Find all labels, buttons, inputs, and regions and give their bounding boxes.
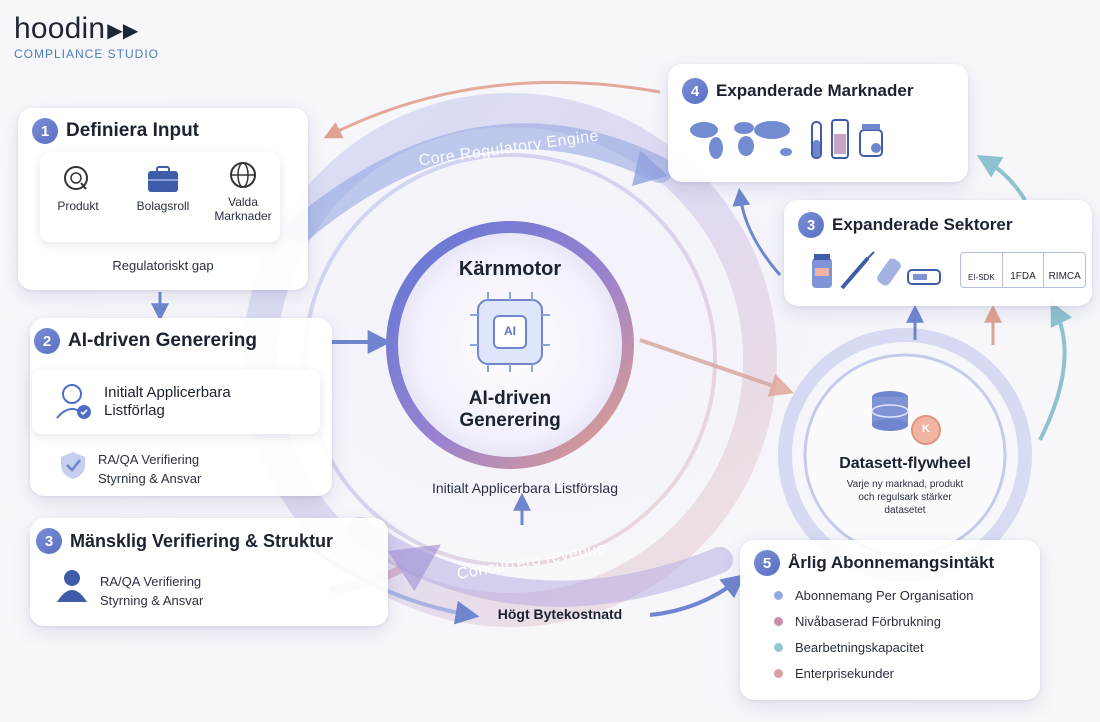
syringe-icon — [840, 251, 875, 290]
revenue-dot — [774, 591, 783, 600]
input-markets: Valda Marknader — [210, 160, 276, 223]
step1-title: Definiera Input — [66, 120, 200, 141]
revenue-dot — [774, 617, 783, 626]
markets-number: 4 — [682, 78, 708, 104]
badge-rimca: RIMCA — [1048, 271, 1081, 282]
input-markets-label-line2: Marknader — [214, 209, 272, 223]
inhaler-icon — [877, 258, 901, 286]
medicine-bottle-icon — [812, 254, 832, 288]
flywheel-description: Varje ny marknad, produkt och regulsark … — [815, 478, 995, 517]
core-label-line1: AI-driven — [468, 388, 552, 409]
step2-verify-line1: RA/QA Verifiering — [98, 452, 200, 467]
revenue-dot — [774, 669, 783, 678]
step2-verify: RA/QA Verifiering Styrning & Ansvar — [98, 450, 201, 488]
step2-number: 2 — [34, 328, 60, 354]
revenue-item: Nivåbaserad Förbrukning — [774, 614, 974, 629]
flywheel-desc-line1: Varje ny marknad, produkt — [846, 479, 964, 490]
input-product: Produkt — [48, 164, 108, 213]
market-icons — [690, 119, 883, 159]
core-output-label: Initialt Applicerbara Listförslag — [432, 480, 618, 496]
shield-check-icon — [61, 452, 85, 479]
revenue-dot — [774, 643, 783, 652]
revenue-title: Årlig Abonnemangsintäkt — [788, 553, 995, 572]
pill-box-icon — [859, 124, 883, 157]
revenue-card: 5 Årlig Abonnemangsintäkt Abonnemang Per… — [740, 540, 1040, 700]
step3-header: 3 Mänsklig Verifiering & Struktur — [36, 528, 333, 554]
input-markets-label-line1: Valda — [228, 195, 258, 209]
markets-title: Expanderade Marknader — [716, 81, 914, 100]
briefcase-icon — [148, 166, 178, 192]
badge-fda: 1FDA — [1003, 253, 1045, 287]
markets-header: 4 Expanderade Marknader — [682, 78, 913, 104]
core-title: Kärnmotor — [458, 258, 562, 280]
step1-card: 1 Definiera Input Produkt Bolagsroll Val… — [18, 108, 308, 290]
markets-card: 4 Expanderade Marknader — [668, 64, 968, 182]
revenue-item: Enterprisekunder — [774, 666, 974, 681]
person-icon — [57, 570, 87, 602]
core-label: AI-driven Generering — [430, 388, 590, 432]
step2-highlight-text: Initialt Applicerbara Listförlag — [104, 384, 231, 420]
step1-header: 1 Definiera Input — [32, 118, 199, 144]
fast-forward-icon: ▶▶ — [107, 19, 139, 42]
step1-number: 1 — [32, 118, 58, 144]
sectors-number: 3 — [798, 212, 824, 238]
world-map-icon — [690, 121, 792, 159]
globe-icon — [230, 162, 256, 188]
flywheel-desc-line2: och regulsark stärker — [858, 492, 952, 503]
magnifier-icon — [64, 166, 88, 190]
device-icon — [907, 269, 941, 285]
badge-ei-sdk: EI-SDK — [961, 253, 1003, 287]
logo: hoodin▶▶ COMPLIANCE STUDIO — [14, 12, 159, 61]
step2-verify-line2: Styrning & Ansvar — [98, 471, 202, 486]
sectors-header: 3 Expanderade Sektorer — [798, 212, 1012, 238]
revenue-item: Abonnemang Per Organisation — [774, 588, 974, 603]
step2-highlight-line2: Listförlag — [104, 402, 165, 419]
step2-highlight-line1: Initialt Applicerbara — [104, 384, 231, 401]
revenue-list: Abonnemang Per Organisation Nivåbaserad … — [774, 588, 974, 692]
revenue-item-label: Bearbetningskapacitet — [795, 640, 924, 655]
test-tube-icon — [811, 121, 822, 159]
coin-label: K — [922, 423, 930, 435]
step3-line2: Styrning & Ansvar — [100, 593, 204, 608]
step3-number: 3 — [36, 528, 62, 554]
revenue-item-label: Abonnemang Per Organisation — [795, 588, 974, 603]
revenue-number: 5 — [754, 550, 780, 576]
step1-input-panel: Produkt Bolagsroll Valda Marknader — [40, 152, 280, 242]
step2-title: AI-driven Generering — [68, 330, 257, 351]
switching-cost-label: Högt Bytekostnatd — [497, 606, 623, 622]
revenue-header: 5 Årlig Abonnemangsintäkt — [754, 550, 994, 576]
input-company-role-label: Bolagsroll — [136, 199, 190, 213]
input-company-role: Bolagsroll — [130, 164, 196, 213]
user-check-icon — [56, 384, 91, 419]
vial-icon — [831, 119, 849, 159]
core-label-line2: Generering — [459, 410, 561, 431]
ai-chip-label: AI — [504, 324, 516, 338]
logo-subtitle: COMPLIANCE STUDIO — [14, 47, 160, 61]
sectors-title: Expanderade Sektorer — [832, 215, 1013, 234]
regulatory-badges: EI-SDK 1FDA RIMCA — [960, 252, 1086, 288]
step3-line1: RA/QA Verifiering — [100, 574, 202, 589]
input-product-label: Produkt — [57, 199, 99, 213]
step3-card: 3 Mänsklig Verifiering & Struktur RA/QA … — [30, 518, 388, 626]
sector-icons — [812, 251, 941, 290]
step2-card: 2 AI-driven Generering Initialt Applicer… — [30, 318, 332, 496]
step3-title: Mänsklig Verifiering & Struktur — [70, 530, 334, 551]
revenue-item: Bearbetningskapacitet — [774, 640, 974, 655]
flywheel-desc-line3: datasetet — [884, 505, 926, 516]
step2-highlight: Initialt Applicerbara Listförlag — [32, 370, 320, 434]
step3-text: RA/QA Verifiering Styrning & Ansvar — [100, 572, 203, 610]
flywheel-title: Datasett-flywheel — [839, 455, 971, 472]
revenue-item-label: Enterprisekunder — [795, 666, 894, 681]
sectors-card: 3 Expanderade Sektorer EI-SDK 1FDA RIMCA — [784, 200, 1092, 306]
step1-footer: Regulatoriskt gap — [112, 258, 214, 273]
step2-header: 2 AI-driven Generering — [34, 328, 257, 354]
revenue-item-label: Nivåbaserad Förbrukning — [795, 614, 941, 629]
logo-brand: hoodin▶▶ — [14, 12, 139, 45]
